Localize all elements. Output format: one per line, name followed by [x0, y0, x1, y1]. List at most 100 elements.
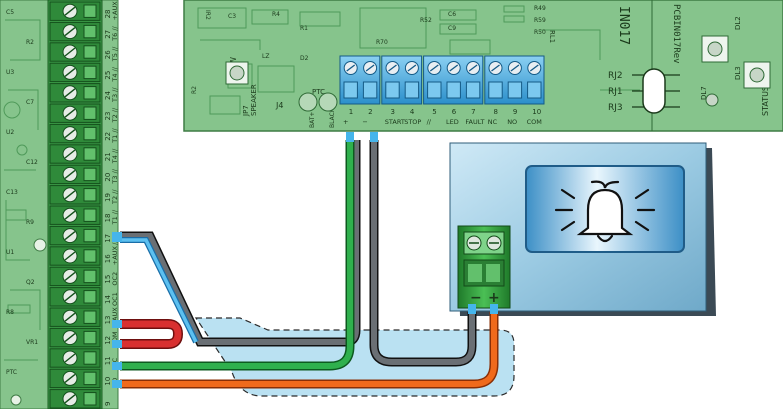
top-terminal-label: LED: [446, 118, 459, 126]
sounder-plus-label: +: [488, 290, 500, 306]
screw-slot: [64, 190, 76, 200]
terminal-clamp: [83, 351, 97, 365]
d2-label: D2: [300, 55, 309, 62]
terminal-clamp: [83, 310, 97, 324]
left-terminal-number: 18: [104, 213, 112, 222]
component-label: C12: [26, 159, 38, 166]
screw-slot: [529, 64, 539, 72]
top-terminal-label: COM: [527, 118, 542, 126]
terminal-clamp: [362, 81, 378, 99]
top-board: IN017 PCBIN017Rev SPEAKER JP7 SW J4 BAT+…: [183, 0, 783, 132]
bell-icon: [554, 180, 656, 243]
top-terminal-number: 6: [452, 108, 457, 116]
terminal-clamp: [404, 81, 420, 99]
left-terminal-number: 11: [104, 356, 112, 365]
left-terminal-label: T1 ∕∕: [111, 209, 119, 225]
r4-label: R4: [272, 11, 280, 18]
rj3-label: RJ3: [608, 103, 623, 113]
left-terminal-number: 20: [104, 173, 112, 182]
c6-label: C6: [448, 11, 456, 18]
left-terminal-number: 16: [104, 254, 112, 263]
left-terminal-number: 17: [104, 234, 112, 243]
terminal-clamp: [83, 4, 97, 18]
sounder: − +: [449, 142, 716, 316]
left-terminal-number: 14: [104, 295, 112, 304]
left-terminal-number: 27: [104, 30, 112, 39]
dl2-label: DL2: [734, 16, 742, 30]
left-terminal-label: T2 ∕∕: [111, 189, 119, 205]
screw-slot: [64, 353, 76, 363]
left-terminal-label: T3 ∕∕: [111, 168, 119, 184]
dl7-led: [705, 93, 719, 107]
terminal-clamp: [83, 228, 97, 243]
component-label: R8: [6, 309, 14, 316]
rj2-label: RJ2: [608, 71, 623, 81]
left-terminal-17: 17∕∕: [49, 225, 119, 246]
top-terminal-2: 2−: [362, 61, 378, 126]
r52-label: R52: [420, 17, 432, 24]
left-terminal-label: OC1: [111, 292, 119, 306]
left-terminal-label: OC2: [111, 272, 119, 286]
left-terminal-label: ∕∕: [111, 240, 119, 245]
component-label: R2: [26, 39, 34, 46]
mount-hole: [33, 238, 47, 252]
screw-slot: [64, 88, 76, 98]
screw-slot: [64, 312, 76, 322]
component-label: R9: [26, 219, 34, 226]
left-terminal-number: 9: [104, 402, 112, 406]
r70-label: R70: [376, 39, 388, 46]
c3-label: C3: [228, 13, 236, 20]
left-terminal-label: +AUX: [111, 307, 119, 327]
lz-label: LZ: [262, 53, 269, 60]
screw-slot: [388, 64, 397, 72]
left-terminal-number: 19: [104, 193, 112, 202]
battery-connector-red: [298, 92, 318, 112]
left-terminal-number: 10: [104, 377, 112, 386]
left-terminal-label: T4 ∕∕: [111, 66, 119, 82]
top-terminal-8: 8NC: [488, 61, 503, 126]
screw-slot: [449, 64, 459, 72]
screw-slot: [64, 292, 76, 302]
screw-slot: [64, 373, 76, 383]
rj1-label: RJ1: [608, 87, 623, 97]
left-terminal-label: COM: [111, 332, 119, 347]
r1-label: R1: [300, 25, 308, 32]
terminal-clamp: [83, 106, 97, 120]
left-terminal-label: T1 ∕∕: [111, 127, 119, 143]
left-terminal-number: 12: [104, 336, 112, 345]
terminal-clamp: [507, 81, 523, 99]
terminal-clamp: [488, 81, 503, 99]
top-terminal-number: 8: [494, 108, 498, 116]
left-terminal-number: 26: [104, 50, 112, 59]
left-terminal-16: 16+AUX: [49, 246, 119, 266]
component-label: Q2: [26, 279, 35, 286]
screw-slot: [64, 108, 76, 118]
terminal-clamp: [83, 208, 97, 222]
jumper-core: [120, 320, 182, 348]
j4-label: J4: [275, 101, 283, 110]
component-label: U1: [6, 249, 14, 256]
terminal-clamp: [83, 86, 97, 100]
screw-slot: [468, 64, 478, 72]
left-terminal-label: T2 ∕∕: [111, 107, 119, 123]
component-label: U3: [6, 69, 14, 76]
screw-slot: [64, 394, 76, 404]
screw-slot: [64, 251, 76, 261]
r50-label: R50: [534, 29, 546, 36]
screw-slot: [64, 149, 76, 159]
left-terminal-number: 28: [104, 9, 112, 18]
component-label: C7: [26, 99, 34, 106]
left-terminal-9: 9: [49, 389, 112, 409]
screw-slot: [64, 210, 76, 220]
component-label: C13: [6, 189, 18, 196]
